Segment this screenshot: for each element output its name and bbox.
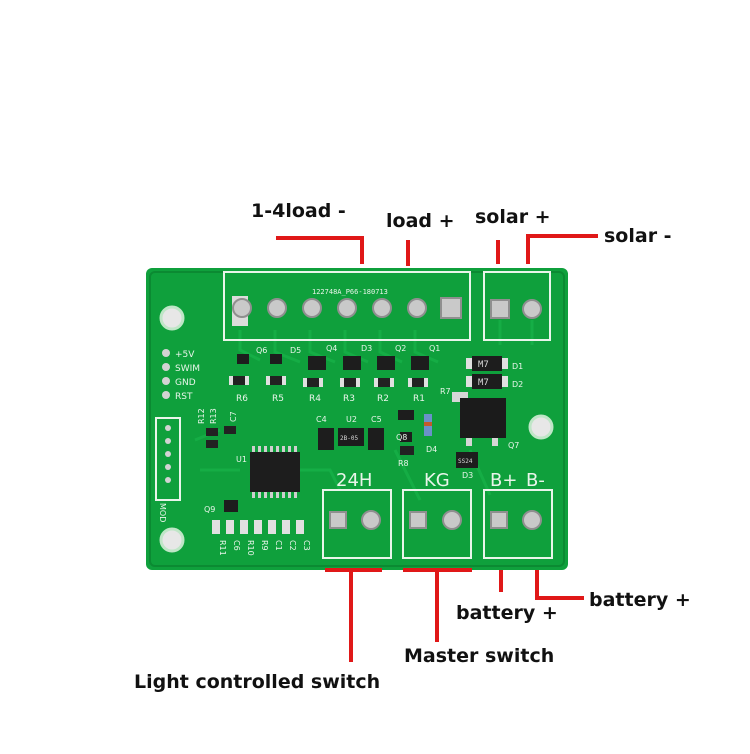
middle-components bbox=[318, 410, 478, 468]
transistor-label: Q6 bbox=[256, 346, 267, 355]
terminal-label: B+ bbox=[490, 470, 517, 491]
chip-marking: M7 bbox=[478, 360, 489, 370]
transistor-label: D3 bbox=[361, 344, 372, 353]
part-label: R9 bbox=[260, 540, 269, 551]
part-label: Q8 bbox=[396, 433, 407, 442]
part-label: Q9 bbox=[204, 505, 215, 514]
part-label: Q7 bbox=[508, 441, 519, 450]
mounting-hole bbox=[159, 305, 554, 553]
resistor-label: R4 bbox=[309, 394, 321, 404]
part-label: R13 bbox=[209, 408, 218, 424]
part-label: R11 bbox=[218, 540, 227, 556]
callout-battery-left: battery + bbox=[456, 602, 558, 624]
master-switch-terminal bbox=[402, 489, 472, 559]
diode-label: D4 bbox=[426, 445, 437, 454]
terminal-label: B- bbox=[526, 470, 545, 491]
transistor-label: Q4 bbox=[326, 344, 337, 353]
part-label: C1 bbox=[274, 540, 283, 551]
pcb-board bbox=[146, 268, 568, 570]
callout-load-negative: 1-4load - bbox=[251, 200, 346, 222]
callout-load-positive: load + bbox=[386, 210, 455, 232]
resistor-label: R5 bbox=[272, 394, 284, 404]
part-label: R7 bbox=[440, 387, 451, 396]
callout-solar-negative: solar - bbox=[604, 225, 672, 247]
part-label: C7 bbox=[229, 411, 238, 422]
part-label: C5 bbox=[371, 415, 382, 424]
callout-solar-positive: solar + bbox=[475, 206, 551, 228]
light-switch-terminal bbox=[322, 489, 392, 559]
resistor-label: R3 bbox=[343, 394, 355, 404]
resistor-row bbox=[229, 376, 428, 387]
battery-terminal bbox=[483, 489, 553, 559]
part-label: U2 bbox=[346, 415, 357, 424]
left-components bbox=[206, 426, 238, 512]
callout-master-switch: Master switch bbox=[404, 645, 555, 667]
microcontroller bbox=[250, 446, 300, 498]
part-label: U1 bbox=[236, 455, 247, 464]
mod-label: MOD bbox=[158, 503, 167, 522]
callout-battery-right: battery + bbox=[589, 589, 691, 611]
resistor-label: R6 bbox=[236, 394, 248, 404]
transistor-label: Q1 bbox=[429, 344, 440, 353]
pin-label: +5V bbox=[175, 350, 195, 360]
pin-label: RST bbox=[175, 392, 193, 402]
terminal-label: 24H bbox=[336, 470, 372, 491]
board-serial: 122748A_P66-180713 bbox=[312, 288, 388, 296]
chip-marking: SS24 bbox=[458, 458, 473, 465]
part-label: C3 bbox=[302, 540, 311, 551]
transistor-label: Q2 bbox=[395, 344, 406, 353]
diode-label: D2 bbox=[512, 380, 523, 389]
callout-lines bbox=[276, 234, 598, 662]
diode-label: D3 bbox=[462, 471, 473, 480]
diode-label: D1 bbox=[512, 362, 523, 371]
pin-label: GND bbox=[175, 378, 196, 388]
callout-light-controlled-switch: Light controlled switch bbox=[134, 671, 381, 693]
part-label: C4 bbox=[316, 415, 327, 424]
diode-pair bbox=[466, 356, 508, 389]
pin-label: SWIM bbox=[175, 364, 200, 374]
part-label: C2 bbox=[288, 540, 297, 551]
bottom-components bbox=[212, 520, 304, 534]
power-transistor bbox=[452, 392, 506, 446]
transistor-label: D5 bbox=[290, 346, 301, 355]
chip-marking: M7 bbox=[478, 378, 489, 388]
part-label: R8 bbox=[398, 459, 409, 468]
mod-header bbox=[155, 417, 181, 501]
part-label: R10 bbox=[246, 540, 255, 556]
solar-terminal bbox=[483, 271, 551, 341]
resistor-label: R2 bbox=[377, 394, 389, 404]
transistor-row bbox=[237, 354, 429, 370]
resistor-label: R1 bbox=[413, 394, 425, 404]
chip-marking: 2B-05 bbox=[340, 435, 358, 442]
part-label: R12 bbox=[197, 408, 206, 424]
programming-header bbox=[162, 349, 170, 399]
part-label: C6 bbox=[232, 540, 241, 551]
terminal-label: KG bbox=[424, 470, 450, 491]
load-terminal bbox=[223, 271, 471, 341]
